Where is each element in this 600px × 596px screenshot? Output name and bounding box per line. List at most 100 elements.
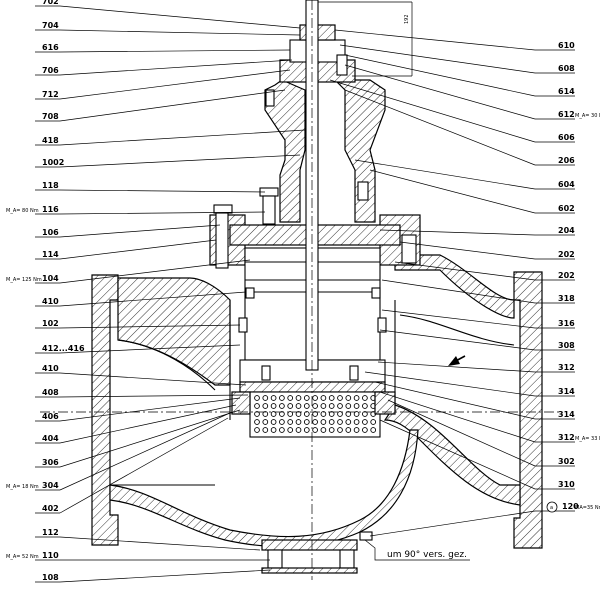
perforation-hole — [279, 419, 285, 425]
perforation-hole — [262, 411, 269, 417]
callout-number: 120 — [562, 502, 579, 511]
callout-left: 712 — [35, 69, 291, 100]
perforation-hole — [295, 403, 302, 409]
perforation-hole — [303, 403, 310, 409]
torque-note: M_A= 30 Nm — [575, 113, 600, 119]
marker-a: a — [546, 501, 558, 513]
leader-line — [59, 89, 286, 122]
callout-left: 306 — [35, 409, 241, 468]
callout-right: 202 — [399, 241, 575, 260]
callout-right: 610 — [334, 29, 575, 51]
callout-number: 706 — [42, 66, 59, 75]
perforation-hole — [262, 403, 269, 409]
leader-line — [379, 329, 536, 351]
perforation-hole — [362, 419, 368, 425]
leader-line — [59, 394, 249, 398]
torque-note: M_A= 18 Nm — [6, 484, 39, 490]
callout-number: 202 — [558, 250, 575, 259]
callout-right: 318 — [381, 279, 575, 304]
callout-left: 702 — [35, 0, 301, 29]
perforation-hole — [303, 411, 310, 417]
leader-line — [59, 344, 241, 354]
perforation-hole — [345, 419, 352, 425]
perforation-hole — [328, 411, 335, 417]
perforation-hole — [270, 427, 277, 433]
callout-left: 410 — [35, 291, 247, 307]
perforation-hole — [279, 427, 285, 433]
callout-number: 312 — [558, 363, 575, 372]
perforation-hole — [262, 427, 269, 433]
perforation-hole — [353, 427, 360, 433]
rotation-note-text: um 90° vers. gez. — [387, 550, 467, 560]
callout-number: 614 — [558, 87, 575, 96]
perforation-hole — [254, 403, 260, 409]
perforation-hole — [279, 403, 285, 409]
perforation-hole — [320, 411, 327, 417]
perforation-hole — [337, 411, 343, 417]
leader-line — [59, 189, 266, 193]
perforation-hole — [287, 419, 294, 425]
leader-line — [59, 224, 221, 238]
callout-left: 412...416 — [35, 344, 241, 354]
callout-left: 408 — [35, 388, 249, 398]
callout-number: 318 — [558, 294, 575, 303]
callout-left: 706 — [35, 59, 293, 76]
torque-note: M_A= 33 Nm — [575, 436, 600, 442]
callout-right: 312 — [377, 361, 575, 373]
leader-line — [377, 361, 536, 373]
perforation-hole — [287, 395, 294, 401]
perforation-hole — [287, 427, 294, 433]
leader-line — [59, 69, 291, 100]
callout-left: 404 — [35, 404, 237, 444]
callout-number: 712 — [42, 90, 59, 99]
perforation-hole — [370, 427, 377, 433]
leader-line — [59, 5, 301, 29]
leader-line — [364, 371, 536, 397]
marker-a-text: a — [550, 505, 553, 511]
leader-line — [59, 49, 291, 53]
callout-number: 412...416 — [42, 344, 85, 353]
callout-number: 410 — [42, 297, 59, 306]
callout-number: 702 — [42, 0, 59, 6]
perforation-hole — [337, 419, 343, 425]
callout-number: 404 — [42, 434, 59, 443]
leader-line — [59, 291, 247, 307]
leader-line — [379, 391, 536, 443]
leader-line — [59, 409, 241, 468]
callout-number: 314 — [558, 410, 575, 419]
perforation-hole — [303, 419, 310, 425]
leader-line — [381, 279, 536, 304]
leader-line — [387, 399, 536, 467]
callout-number: 316 — [558, 319, 575, 328]
leader-line — [379, 229, 536, 236]
callout-number: 408 — [42, 388, 59, 397]
bonnet-assembly — [209, 204, 421, 438]
perforation-hole — [337, 395, 343, 401]
callout-number: 202 — [558, 271, 575, 280]
callout-number: 310 — [558, 480, 575, 489]
leader-line — [59, 59, 293, 76]
leader-line — [379, 419, 536, 490]
callout-right: 614 — [344, 54, 575, 97]
callout-left: 708 — [35, 89, 286, 122]
perforation-hole — [295, 395, 302, 401]
perforation-hole — [312, 427, 318, 433]
callout-left: 406 — [35, 397, 241, 422]
perforation-hole — [320, 395, 327, 401]
perforation-hole — [353, 395, 360, 401]
callout-right: 206 — [344, 89, 575, 166]
perforation-hole — [362, 395, 368, 401]
callout-number: 402 — [42, 504, 59, 513]
perforation-hole — [270, 419, 277, 425]
rotation-note: um 90° vers. gez. — [364, 539, 470, 561]
callout-number: 314 — [558, 387, 575, 396]
leader-line — [334, 29, 536, 51]
callout-number: 406 — [42, 412, 59, 421]
perforation-hole — [279, 395, 285, 401]
callout-left: 108 — [35, 569, 271, 583]
leader-line — [59, 411, 233, 491]
